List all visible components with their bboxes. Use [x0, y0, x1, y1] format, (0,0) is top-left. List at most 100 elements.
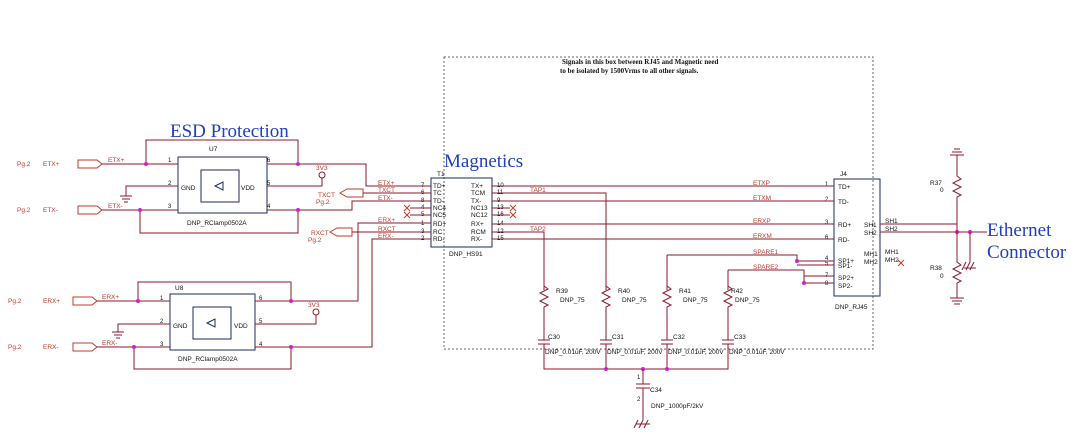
- svg-text:U8: U8: [175, 285, 184, 292]
- j4-right-pin: MH1: [864, 251, 878, 258]
- t1-left-net: ETX+: [378, 180, 395, 187]
- svg-text:DNP_75: DNP_75: [683, 297, 708, 304]
- svg-text:1: 1: [168, 158, 172, 164]
- svg-text:TXCT: TXCT: [318, 192, 335, 199]
- note-line-1: Signals in this box between RJ45 and Mag…: [562, 58, 718, 66]
- j4-left-num: 4: [825, 256, 829, 262]
- r40-resistor: R40 DNP_75: [600, 270, 647, 335]
- t1-left-net: TXCT: [378, 187, 395, 194]
- t1-right-pin: TX+: [471, 183, 483, 190]
- svg-text:3: 3: [160, 342, 164, 348]
- net-etx-plus-in: ETX+: [108, 157, 125, 164]
- port-erx-minus: Pg.2 ERX-: [8, 342, 98, 352]
- svg-text:ETX+: ETX+: [43, 161, 60, 168]
- t1-left-pin: TD+: [433, 183, 446, 190]
- capacitor-symbol: [600, 335, 612, 355]
- svg-text:0: 0: [940, 187, 944, 194]
- svg-text:4: 4: [259, 342, 263, 348]
- t1-right-pin: TCM: [471, 190, 485, 197]
- net-etxm: ETXM: [753, 195, 771, 202]
- r38-resistor: R38 0: [930, 232, 964, 305]
- c30-value: DNP_0.01uF, 200V: [545, 349, 601, 356]
- u7-esd-chip: U7 DNP_RClamp0502A GND VDD 1 2 3 6 5 4: [168, 146, 271, 227]
- svg-text:ETX-: ETX-: [43, 207, 58, 214]
- svg-text:VDD: VDD: [241, 185, 255, 192]
- j4-right-pin: SH2: [864, 230, 877, 237]
- j4-left-num: 1: [825, 182, 829, 188]
- svg-text:6: 6: [259, 296, 263, 302]
- j4-left-pin: TD+: [838, 184, 851, 191]
- svg-text:DNP_75: DNP_75: [560, 297, 585, 304]
- isolation-box: [443, 56, 874, 350]
- j4-left-num: 6: [825, 235, 829, 241]
- svg-text:R38: R38: [930, 265, 942, 272]
- port-etx-minus: Pg.2 ETX-: [17, 205, 103, 215]
- r37-resistor: R37 0: [930, 148, 964, 232]
- svg-text:J4: J4: [840, 171, 847, 178]
- t1-transformer: T1 DNP_HS91 TD+7TC6TD-8NC44NC55RD+1RC3RD…: [378, 171, 504, 258]
- svg-text:3: 3: [168, 204, 172, 210]
- t1-left-pin: TC: [433, 190, 442, 197]
- power-3v3-u7: 3V3: [316, 165, 328, 172]
- capacitor-symbol: [661, 335, 673, 355]
- t1-left-net: RXCT: [378, 226, 396, 233]
- svg-text:Pg.2: Pg.2: [17, 161, 31, 168]
- svg-text:Pg.2: Pg.2: [8, 344, 22, 351]
- t1-left-pin: NC5: [433, 212, 446, 219]
- svg-text:1: 1: [637, 375, 641, 381]
- svg-text:DNP_75: DNP_75: [735, 297, 760, 304]
- c31-label: C31: [612, 334, 624, 341]
- label-sh1: SH1: [885, 218, 898, 225]
- svg-text:R40: R40: [618, 288, 630, 295]
- capacitor-symbol: [538, 335, 550, 355]
- t1-right-pin: TX-: [471, 198, 481, 205]
- j4-right-pin: MH2: [864, 259, 878, 266]
- net-erxp: ERXP: [753, 218, 771, 225]
- connector-title: Connector: [987, 242, 1067, 263]
- svg-text:5: 5: [267, 181, 271, 187]
- svg-text:Pg.2: Pg.2: [308, 237, 322, 244]
- t1-right-pin: RX-: [471, 236, 482, 243]
- esd-protection-title: ESD Protection: [170, 121, 289, 142]
- svg-text:4: 4: [267, 204, 271, 210]
- svg-text:0: 0: [940, 273, 944, 280]
- net-spare1: SPARE1: [753, 249, 779, 256]
- t1-left-pin: RD-: [433, 236, 445, 243]
- svg-text:R42: R42: [731, 288, 743, 295]
- net-spare2: SPARE2: [753, 264, 779, 271]
- svg-text:2: 2: [160, 319, 164, 325]
- svg-text:Pg.2: Pg.2: [8, 298, 22, 305]
- j4-left-num: 3: [825, 220, 829, 226]
- t1-left-pin: RC: [433, 229, 443, 236]
- j4-rj45-connector: J4 DNP_RJ45 TD+1TD-2RD+3RD-6SP1+4SP1-5SP…: [825, 171, 881, 311]
- t1-right-pin: NC12: [471, 212, 488, 219]
- ethernet-title: Ethernet: [987, 220, 1052, 241]
- t1-left-net: ETX-: [378, 195, 393, 202]
- c33-value: DNP_0.01uF, 200V: [729, 349, 785, 356]
- svg-text:DNP_RClamp0502A: DNP_RClamp0502A: [178, 356, 238, 363]
- t1-left-net: ERX-: [378, 233, 394, 240]
- c30-label: C30: [548, 334, 560, 341]
- j4-left-num: 5: [825, 261, 829, 267]
- j4-left-pin: SP2-: [838, 283, 852, 290]
- net-etx-minus-in: ETX-: [108, 203, 123, 210]
- r42-resistor: R42 DNP_75: [722, 285, 760, 335]
- svg-text:2: 2: [637, 397, 641, 403]
- svg-text:Pg.2: Pg.2: [316, 199, 330, 206]
- j4-left-pin: SP2+: [838, 275, 854, 282]
- r41-resistor: R41 DNP_75: [661, 285, 708, 335]
- port-rxct: RXCT Pg.2: [308, 227, 420, 244]
- label-sh2: SH2: [885, 226, 898, 233]
- j4-left-pin: RD+: [838, 222, 851, 229]
- c34-capacitor: C34 DNP_1000pF/2kV 1 2: [633, 369, 704, 429]
- j4-left-num: 8: [825, 281, 829, 287]
- svg-text:VDD: VDD: [234, 323, 248, 330]
- power-3v3-u8: 3V3: [308, 302, 320, 309]
- label-mh2: MH2: [885, 257, 899, 264]
- svg-text:2: 2: [168, 181, 172, 187]
- svg-text:DNP_HS91: DNP_HS91: [449, 251, 483, 258]
- svg-text:R41: R41: [679, 288, 691, 295]
- t1-right-pin: NC13: [471, 205, 488, 212]
- j4-left-pin: RD-: [838, 237, 850, 244]
